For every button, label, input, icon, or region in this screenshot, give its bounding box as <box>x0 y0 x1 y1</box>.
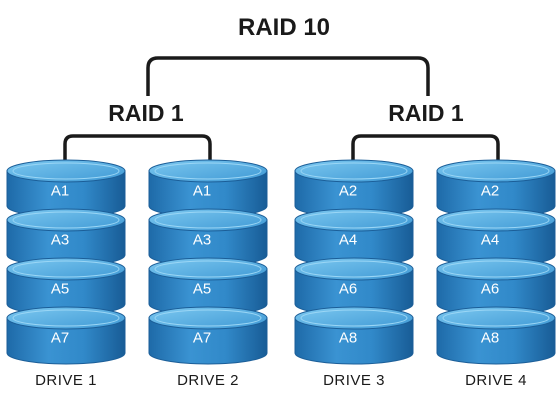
block-label: A5 <box>192 280 212 297</box>
block-label: A5 <box>50 280 70 297</box>
block-label: A2 <box>338 182 358 199</box>
disk-block <box>6 159 126 218</box>
disk-block <box>148 257 268 316</box>
disk-block <box>6 208 126 267</box>
drive-2-label: DRIVE 2 <box>177 372 239 389</box>
disk-block <box>6 257 126 316</box>
disk-block <box>294 208 414 267</box>
raid1-right-connector <box>351 134 500 160</box>
block-label: A1 <box>192 182 212 199</box>
raid10-connector <box>146 56 430 96</box>
drive-2-stack <box>148 159 268 365</box>
block-label: A6 <box>480 280 500 297</box>
block-label: A4 <box>338 231 358 248</box>
drive-4-label: DRIVE 4 <box>465 372 527 389</box>
disk-block <box>294 257 414 316</box>
block-label: A6 <box>338 280 358 297</box>
drive-1-label: DRIVE 1 <box>35 372 97 389</box>
block-label: A3 <box>192 231 212 248</box>
disk-block <box>436 159 556 218</box>
block-label: A4 <box>480 231 500 248</box>
raid10-title: RAID 10 <box>237 14 331 41</box>
disk-block <box>294 306 414 365</box>
drive-1-stack <box>6 159 126 365</box>
drive-4-stack <box>436 159 556 365</box>
raid1-left-label: RAID 1 <box>108 100 184 126</box>
block-label: A7 <box>50 329 70 346</box>
disk-block <box>148 159 268 218</box>
block-label: A8 <box>338 329 358 346</box>
block-label: A2 <box>480 182 500 199</box>
block-label: A7 <box>192 329 212 346</box>
block-label: A3 <box>50 231 70 248</box>
disk-block <box>6 306 126 365</box>
disk-block <box>436 208 556 267</box>
drive-3-stack <box>294 159 414 365</box>
raid1-right-label: RAID 1 <box>388 100 464 126</box>
disk-block <box>294 159 414 218</box>
disk-block <box>436 257 556 316</box>
block-label: A8 <box>480 329 500 346</box>
drive-3-label: DRIVE 3 <box>323 372 385 389</box>
disk-block <box>148 306 268 365</box>
disk-block <box>436 306 556 365</box>
raid1-left-connector <box>63 134 212 160</box>
block-label: A1 <box>50 182 70 199</box>
disk-block <box>148 208 268 267</box>
